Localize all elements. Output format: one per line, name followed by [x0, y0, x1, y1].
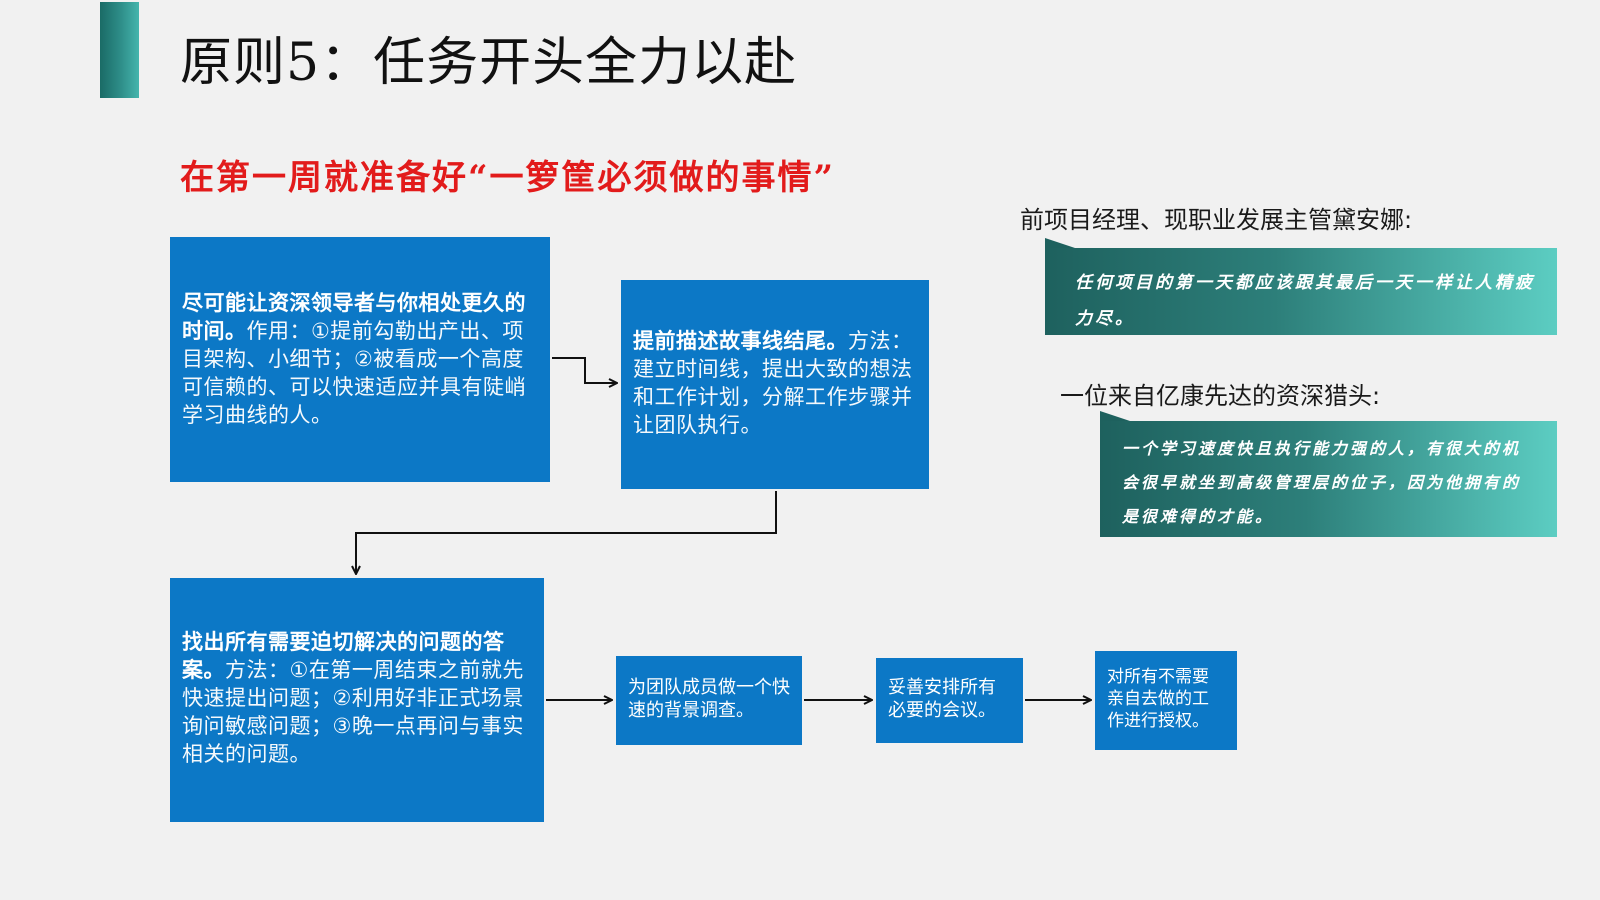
flow-step-heading: 提前描述故事线结尾。 — [633, 329, 848, 353]
quote-speaker: 一位来自亿康先达的资深猎头: — [1060, 382, 1381, 410]
quote-callout: 任何项目的第一天都应该跟其最后一天一样让人精疲力尽。 — [1045, 238, 1557, 335]
arrow-box2-to-box3 — [356, 491, 777, 574]
arrow-box1-to-box2 — [552, 357, 617, 383]
flow-step-delegation: 对所有不需要亲自去做的工作进行授权。 — [1095, 651, 1237, 750]
flow-step-background-check: 为团队成员做一个快速的背景调查。 — [616, 656, 802, 745]
flow-step-senior-leaders: 尽可能让资深领导者与你相处更久的时间。作用：①提前勾勒出产出、项目架构、小细节；… — [170, 237, 550, 482]
flow-step-storyline: 提前描述故事线结尾。方法：建立时间线，提出大致的想法和工作计划，分解工作步骤并让… — [621, 280, 929, 489]
flow-step-detail: 作用：①提前勾勒出产出、项目架构、小细节；②被看成一个高度可信赖的、可以快速适应… — [182, 319, 526, 427]
quote-callout: 一个学习速度快且执行能力强的人，有很大的机会很早就坐到高级管理层的位子，因为他拥… — [1100, 411, 1557, 537]
flow-step-detail: 方法：①在第一周结束之前就先快速提出问题；②利用好非正式场景询问敏感问题；③晚一… — [182, 658, 524, 766]
title-accent-bar — [100, 2, 139, 98]
flow-step-heading: 找出所有需要迫切解决的问题的答案。 — [182, 630, 505, 682]
flow-step-meetings: 妥善安排所有必要的会议。 — [876, 658, 1023, 743]
flow-step-detail: 方法：建立时间线，提出大致的想法和工作计划，分解工作步骤并让团队执行。 — [633, 329, 913, 437]
slide-subtitle: 在第一周就准备好“一箩筐必须做的事情” — [180, 158, 836, 198]
quote-speaker: 前项目经理、现职业发展主管黛安娜: — [1020, 206, 1413, 234]
slide-title: 原则5：任务开头全力以赴 — [180, 33, 798, 93]
flow-step-heading: 尽可能让资深领导者与你相处更久的时间。 — [182, 291, 526, 343]
flow-step-urgent-questions: 找出所有需要迫切解决的问题的答案。方法：①在第一周结束之前就先快速提出问题；②利… — [170, 578, 544, 822]
